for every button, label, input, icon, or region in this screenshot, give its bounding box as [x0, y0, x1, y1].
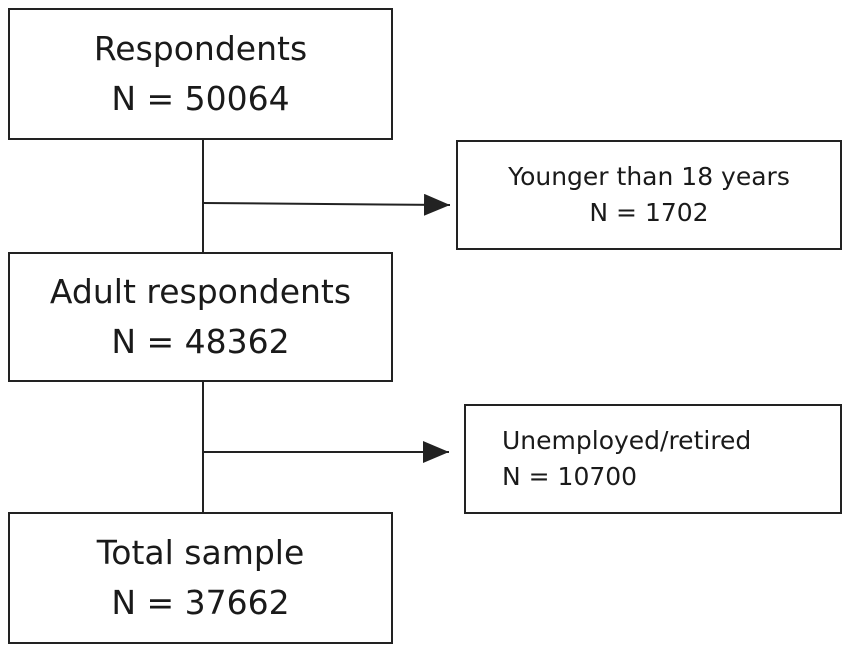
adult-count: N = 48362	[111, 322, 290, 361]
total-count: N = 37662	[111, 583, 290, 622]
adult-respondents-box: Adult respondents N = 48362	[8, 252, 393, 382]
adult-label: Adult respondents	[49, 272, 352, 311]
younger-count: N = 1702	[589, 198, 709, 227]
younger-label: Younger than 18 years	[508, 162, 790, 191]
unemployed-label: Unemployed/retired	[502, 426, 752, 455]
respondents-count: N = 50064	[111, 79, 290, 118]
unemployed-retired-box: Unemployed/retired N = 10700	[464, 404, 842, 514]
total-sample-box: Total sample N = 37662	[8, 512, 393, 644]
unemployed-count: N = 10700	[502, 462, 638, 491]
respondents-box: Respondents N = 50064	[8, 8, 393, 140]
younger-than-18-box: Younger than 18 years N = 1702	[456, 140, 842, 250]
respondents-label: Respondents	[93, 29, 308, 68]
total-label: Total sample	[96, 533, 305, 572]
arrow-to-younger	[202, 193, 451, 216]
